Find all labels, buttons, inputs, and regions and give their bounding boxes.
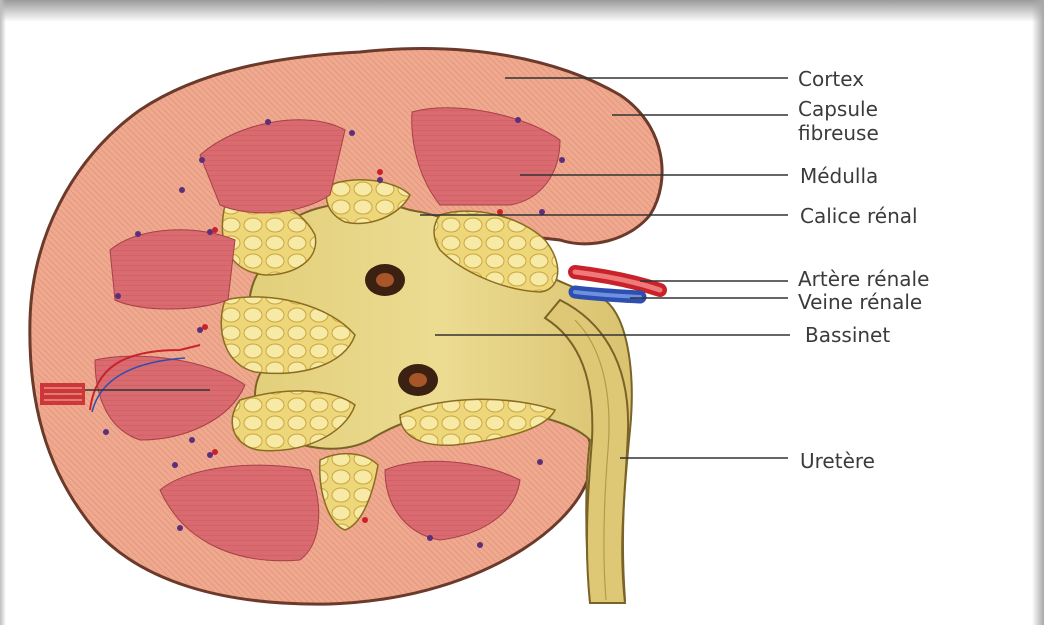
label-uretere: Uretère [800, 449, 875, 473]
frame-shadow-top [0, 0, 1044, 22]
label-cortex: Cortex [798, 67, 864, 91]
frame-shadow-left [0, 0, 6, 625]
label-capsule-line1: Capsule [798, 97, 878, 121]
label-artere: Artère rénale [798, 267, 929, 291]
medulla-pyramid [110, 230, 235, 309]
frame-shadow-right [1032, 0, 1044, 625]
label-calice: Calice rénal [800, 204, 918, 228]
label-medulla: Médulla [800, 164, 878, 188]
label-veine: Veine rénale [798, 290, 922, 314]
label-capsule-line2: fibreuse [798, 121, 879, 145]
label-bassinet: Bassinet [805, 323, 890, 347]
